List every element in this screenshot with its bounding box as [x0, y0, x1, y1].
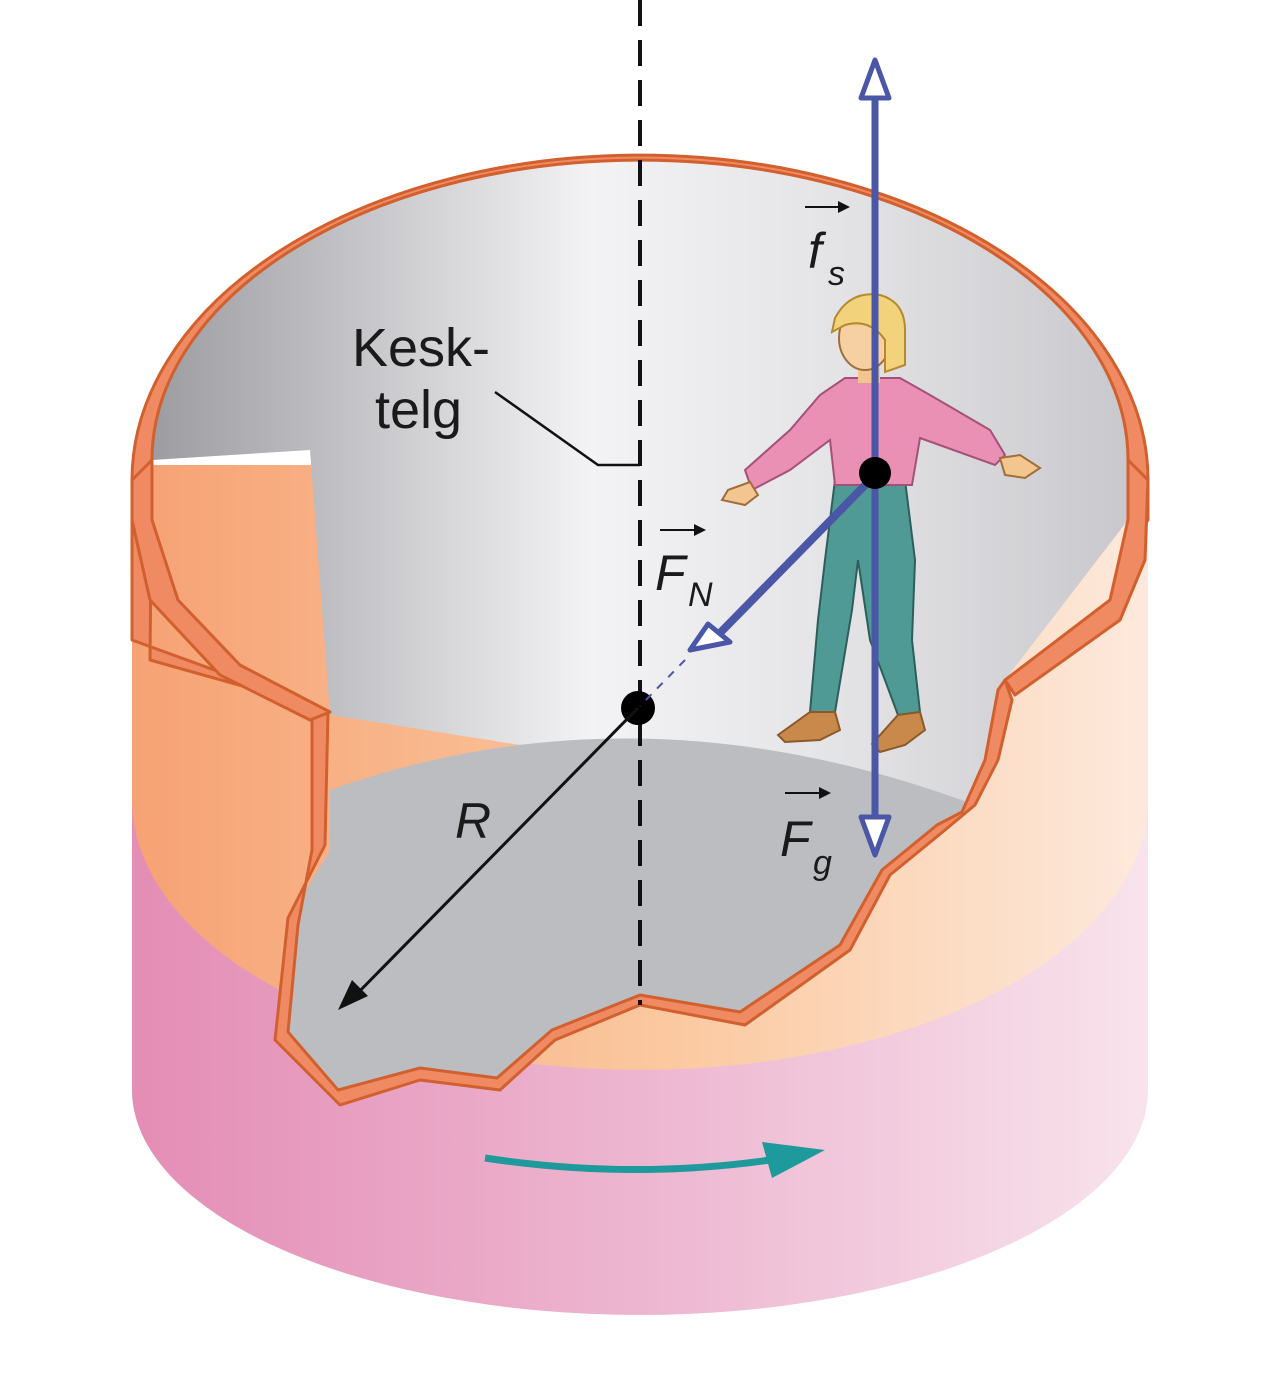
normal-subscript: N — [688, 576, 713, 614]
axis-label-line2: telg — [375, 380, 462, 440]
gravity-subscript: g — [813, 844, 832, 882]
normal-label: F N — [655, 524, 713, 614]
normal-arrow-head — [687, 621, 733, 653]
person-shoe-left — [776, 711, 842, 744]
gravity-label: F g — [780, 787, 832, 882]
person-hand-left — [720, 480, 760, 507]
normal-label-arrow-head — [694, 524, 706, 536]
friction-subscript: s — [828, 255, 845, 293]
person-hair — [830, 293, 906, 374]
normal-vector-shaft — [715, 472, 878, 638]
person-pants — [808, 479, 922, 717]
person-center-dot — [859, 457, 891, 489]
gravity-symbol: F — [780, 811, 813, 867]
rotation-arrow-head — [762, 1142, 825, 1178]
radius-label: R — [455, 793, 491, 849]
rim-left — [130, 458, 332, 722]
cylinder-floor — [275, 738, 975, 1105]
friction-label-arrow-head — [838, 201, 850, 213]
radius-arrow-head — [338, 980, 368, 1010]
person-hand-right — [998, 453, 1042, 480]
rotation-arrow — [484, 1154, 771, 1174]
axis-label-leader — [494, 390, 640, 467]
friction-arrow-head — [858, 57, 892, 101]
normal-symbol: F — [655, 545, 688, 601]
gravity-label-arrow-head — [819, 787, 831, 799]
gravity-arrow-head — [858, 814, 892, 858]
rim-right — [1003, 458, 1150, 697]
normal-vector-extension — [639, 659, 686, 707]
force-vectors — [639, 57, 892, 858]
axis-label-line1: Kesk- — [352, 318, 490, 378]
radius-line — [346, 706, 640, 1005]
